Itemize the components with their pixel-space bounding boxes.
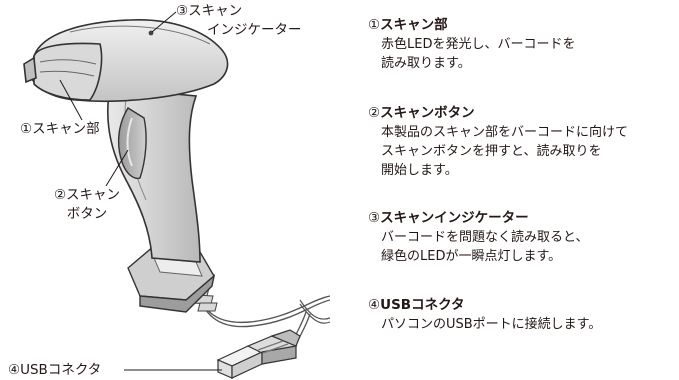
description-scan-button: ②スキャンボタン 本製品のスキャン部をバーコードに向けて スキャンボタンを押すと…: [368, 104, 668, 180]
description-line: 開始します。: [381, 163, 458, 178]
description-body: パソコンのUSBポートに接続します。: [368, 315, 668, 334]
description-scan-indicator: ③スキャンインジケーター バーコードを問題なく読み取ると、 緑色のLEDが一瞬点…: [368, 209, 668, 266]
callout-scan-button-line1: ②スキャン: [53, 187, 121, 203]
description-title-text: USBコネクタ: [380, 297, 465, 313]
description-title: ④USBコネクタ: [368, 296, 668, 315]
description-usb-connector: ④USBコネクタ パソコンのUSBポートに接続します。: [368, 296, 668, 334]
callout-scan-indicator-line2: インジケーター: [207, 22, 302, 38]
description-number: ③: [368, 210, 381, 226]
description-body: 本製品のスキャン部をバーコードに向けて スキャンボタンを押すと、読み取りを 開始…: [368, 123, 668, 180]
leader-lines: [59, 11, 222, 371]
callout-usb-connector: ④USBコネクタ: [8, 362, 102, 378]
callout-scan-indicator-line1: ③スキャン: [176, 3, 243, 19]
description-line: 赤色LEDを発光し、バーコードを: [381, 37, 576, 52]
callout-scan-button-line2: ボタン: [66, 206, 108, 222]
description-body: バーコードを問題なく読み取ると、 緑色のLEDが一瞬点灯します。: [368, 228, 668, 266]
description-number: ②: [368, 105, 381, 121]
description-line: 本製品のスキャン部をバーコードに向けて: [381, 125, 629, 140]
scanner-head: [23, 18, 229, 102]
description-line: パソコンのUSBポートに接続します。: [381, 317, 602, 332]
description-title: ①スキャン部: [368, 16, 668, 35]
scan-button-shape: [117, 107, 147, 180]
callout-scan-indicator: ③スキャン インジケーター: [176, 2, 302, 40]
description-body: 赤色LEDを発光し、バーコードを 読み取ります。: [368, 35, 668, 73]
description-number: ①: [368, 17, 381, 33]
description-line: バーコードを問題なく読み取ると、: [381, 230, 589, 245]
scanner-handle: [106, 87, 201, 263]
description-title-text: スキャンインジケーター: [380, 210, 529, 226]
usb-connector: [216, 329, 301, 379]
description-line: スキャンボタンを押すと、読み取りを: [381, 144, 602, 159]
description-title: ②スキャンボタン: [368, 104, 668, 123]
description-number: ④: [368, 297, 381, 313]
description-title: ③スキャンインジケーター: [368, 209, 668, 228]
description-title-text: スキャンボタン: [380, 105, 475, 121]
description-line: 緑色のLEDが一瞬点灯します。: [381, 249, 562, 264]
description-scan-section: ①スキャン部 赤色LEDを発光し、バーコードを 読み取ります。: [368, 16, 668, 73]
callout-scan-button: ②スキャン ボタン: [44, 186, 130, 224]
description-line: 読み取ります。: [381, 56, 471, 71]
callout-scan-section: ①スキャン部: [20, 121, 100, 137]
description-title-text: スキャン部: [380, 17, 448, 33]
